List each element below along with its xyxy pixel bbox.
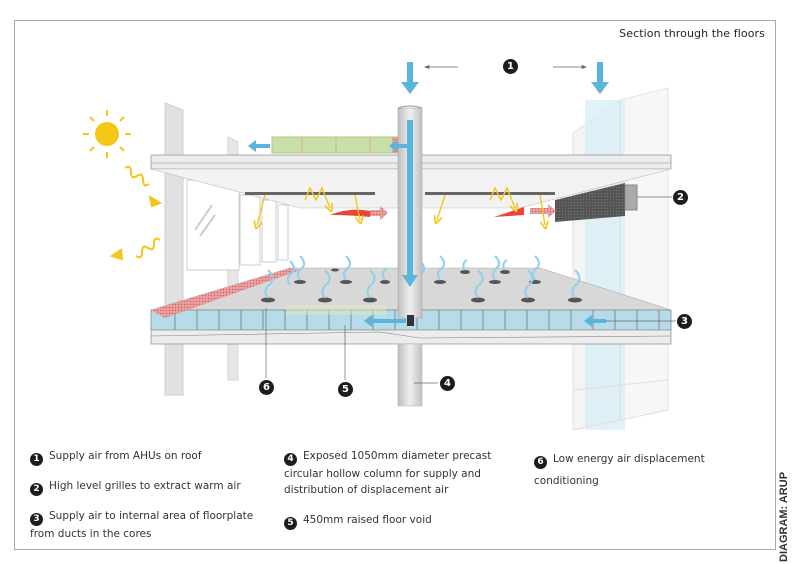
legend-item-5: 5 450mm raised floor void (284, 512, 499, 530)
floor-diffusers (261, 268, 582, 303)
legend-item-2: 2 High level grilles to extract warm air (30, 478, 270, 496)
legend-text: Exposed 1050mm diameter precast circular… (284, 450, 492, 496)
legend-number-icon: 2 (30, 483, 43, 496)
callout-2: 2 (673, 190, 688, 205)
solar-reflections (257, 186, 545, 225)
legend-text: 450mm raised floor void (303, 514, 432, 526)
callout-leaders-1 (424, 64, 587, 70)
callout-3: 3 (677, 314, 692, 329)
callout-5: 5 (338, 382, 353, 397)
diagram-title: Section through the floors (619, 27, 765, 40)
callout-6: 6 (259, 380, 274, 395)
legend-text: Supply air to internal area of floorplat… (30, 510, 254, 540)
legend-number-icon: 5 (284, 517, 297, 530)
legend-number-icon: 6 (534, 456, 547, 469)
hollow-column (397, 105, 423, 407)
legend-number-icon: 1 (30, 453, 43, 466)
column-below (397, 343, 423, 407)
heat-wave-icon (109, 165, 163, 261)
legend-text: Supply air from AHUs on roof (49, 450, 202, 462)
right-glass (585, 100, 625, 430)
green-duct (271, 136, 402, 154)
legend-text: Low energy air displacement conditioning (534, 453, 705, 487)
callout-1: 1 (503, 59, 518, 74)
legend-item-1: 1 Supply air from AHUs on roof (30, 448, 270, 466)
diagram-credit: DIAGRAM: ARUP (778, 471, 790, 562)
extract-duct (555, 183, 672, 222)
legend-text: High level grilles to extract warm air (49, 480, 241, 492)
perimeter-trench (151, 268, 300, 318)
window (186, 179, 240, 271)
callout-4: 4 (440, 376, 455, 391)
ceiling-grille (425, 192, 555, 195)
legend-number-icon: 3 (30, 513, 43, 526)
ceiling-grille (245, 192, 375, 195)
legend-number-icon: 4 (284, 453, 297, 466)
callout-leaders (265, 308, 676, 384)
column-supply-air (407, 120, 413, 275)
sun-icon (83, 110, 131, 158)
right-facade (572, 87, 669, 431)
supply-air-arrows (248, 62, 609, 327)
